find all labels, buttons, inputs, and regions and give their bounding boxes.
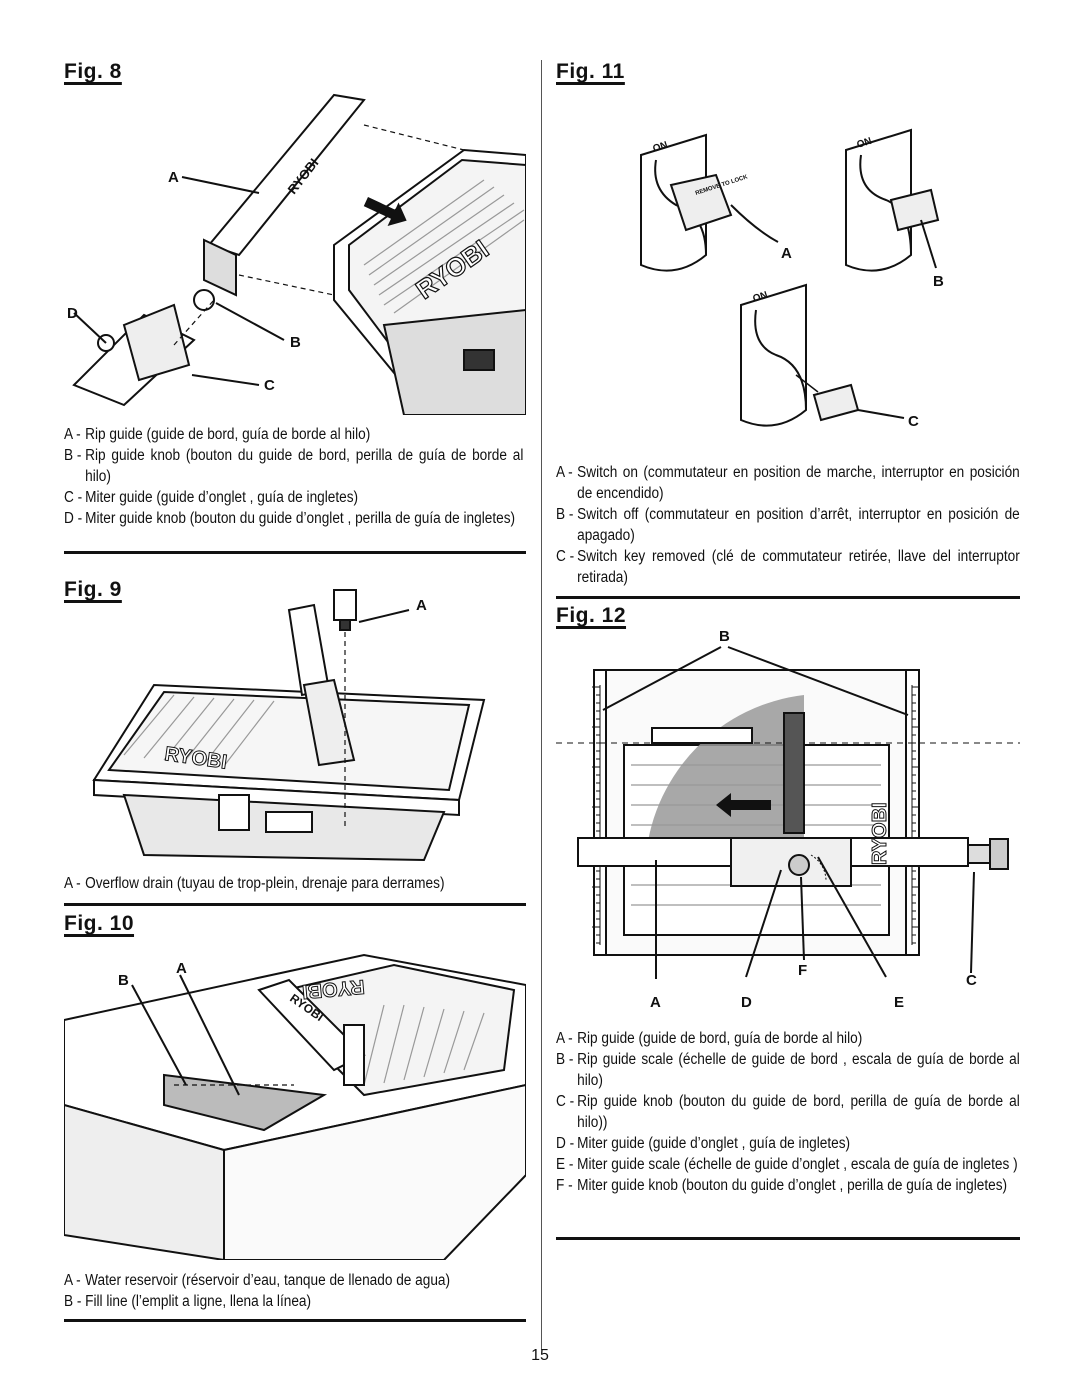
legend-item: B -Rip guide knob (bouton du guide de bo… bbox=[64, 447, 524, 485]
page-number: 15 bbox=[531, 1347, 549, 1364]
section-rule bbox=[556, 596, 1020, 599]
fig9-legend: A -Overflow drain (tuyau de trop-plein, … bbox=[64, 873, 523, 894]
legend-item: C -Miter guide (guide d’onglet , guía de… bbox=[64, 489, 359, 506]
fig12-title: Fig. 12 bbox=[556, 604, 627, 627]
fig11-legend: A -Switch on (commutateur en position de… bbox=[556, 462, 1020, 588]
fig9-illustration: RYOBI A bbox=[64, 580, 526, 870]
column-divider bbox=[541, 60, 542, 1350]
fig8-callout-c: C bbox=[264, 377, 275, 394]
fig11-callout-c: C bbox=[908, 413, 919, 430]
fig11-switch-label-b: ON bbox=[856, 136, 874, 151]
fig12-brand: RYOBI bbox=[869, 802, 891, 865]
legend-item: A -Rip guide (guide de bord, guía de bor… bbox=[556, 1030, 863, 1047]
fig10-callout-b: B bbox=[118, 972, 129, 989]
legend-item: A -Overflow drain (tuyau de trop-plein, … bbox=[64, 875, 445, 892]
legend-item: E -Miter guide scale (échelle de guide d… bbox=[556, 1156, 1018, 1173]
fig11-callout-a: A bbox=[781, 245, 792, 262]
legend-item: F -Miter guide knob (bouton du guide d’o… bbox=[556, 1177, 1008, 1194]
legend-item: C -Rip guide knob (bouton du guide de bo… bbox=[556, 1093, 1020, 1131]
legend-item: D -Miter guide (guide d’onglet , guía de… bbox=[556, 1135, 851, 1152]
section-rule bbox=[64, 903, 526, 906]
legend-item: A -Switch on (commutateur en position de… bbox=[556, 464, 1020, 502]
legend-item: C -Switch key removed (clé de commutateu… bbox=[556, 548, 1020, 586]
rip-guide-scale bbox=[592, 686, 920, 944]
fig12-callout-c: C bbox=[966, 972, 977, 989]
fig10-brand: RYOBI bbox=[301, 975, 365, 1002]
fig12-callout-e: E bbox=[894, 994, 904, 1011]
fig12-illustration: RYOBI B C F A D E bbox=[556, 625, 1020, 1015]
fig8-callout-a: A bbox=[168, 169, 179, 186]
section-rule bbox=[556, 1237, 1020, 1240]
fig8-callout-d: D bbox=[67, 305, 78, 322]
legend-item: B -Rip guide scale (échelle de guide de … bbox=[556, 1051, 1020, 1089]
fig8-callout-b: B bbox=[290, 334, 301, 351]
fig12-callout-d: D bbox=[741, 994, 752, 1011]
fig12-callout-f: F bbox=[798, 962, 807, 979]
legend-item: A -Water reservoir (réservoir d’eau, tan… bbox=[64, 1272, 451, 1289]
fig8-illustration: RYOBI RYOBI bbox=[64, 85, 526, 415]
fig11-switch-label-c: ON bbox=[752, 290, 770, 305]
fig10-illustration: RYOBI RYOBI B A bbox=[64, 945, 526, 1260]
legend-item: B -Fill line (l’emplit a ligne, llena la… bbox=[64, 1293, 312, 1310]
fig11-callout-b: B bbox=[933, 273, 944, 290]
fig10-legend: A -Water reservoir (réservoir d’eau, tan… bbox=[64, 1270, 523, 1312]
fig12-legend: A -Rip guide (guide de bord, guía de bor… bbox=[556, 1028, 1020, 1196]
fig10-title: Fig. 10 bbox=[64, 912, 135, 935]
fig11-switch-label-a: ON bbox=[652, 140, 670, 155]
legend-item: D -Miter guide knob (bouton du guide d’o… bbox=[64, 510, 516, 527]
fig11-title: Fig. 11 bbox=[556, 60, 625, 83]
section-rule bbox=[64, 1319, 526, 1322]
legend-item: B -Switch off (commutateur en position d… bbox=[556, 506, 1020, 544]
fig9-title: Fig. 9 bbox=[64, 578, 122, 601]
fig8-title: Fig. 8 bbox=[64, 60, 122, 83]
fig12-callout-a: A bbox=[650, 994, 661, 1011]
fig11-illustration: ON REMOVE TO LOCK ON ON A bbox=[556, 120, 1020, 440]
section-rule bbox=[64, 551, 526, 554]
fig10-callout-a: A bbox=[176, 960, 187, 977]
fig8-legend: A -Rip guide (guide de bord, guía de bor… bbox=[64, 424, 523, 529]
legend-item: A -Rip guide (guide de bord, guía de bor… bbox=[64, 426, 371, 443]
fig9-callout-a: A bbox=[416, 597, 427, 614]
fig12-callout-b: B bbox=[719, 628, 730, 645]
